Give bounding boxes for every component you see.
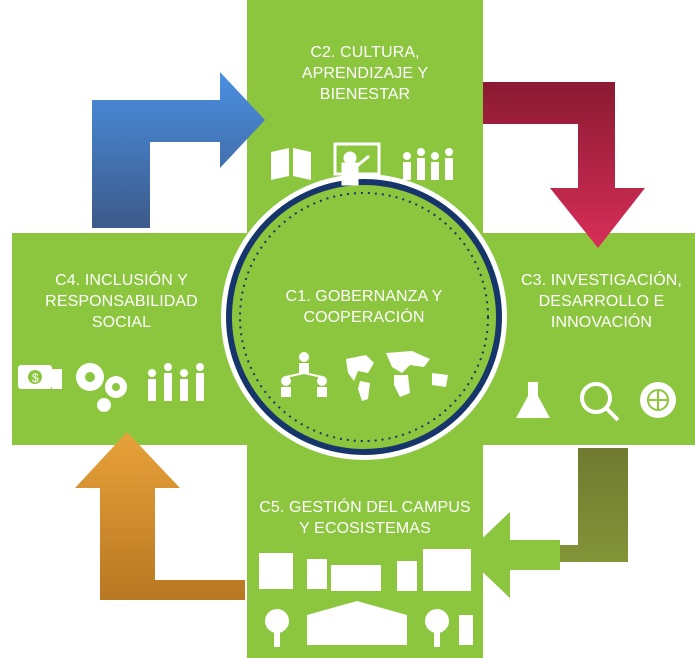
- c2-icons: [271, 142, 453, 186]
- book-icon: [271, 148, 311, 180]
- c1-line2: COOPERACIÓN: [303, 309, 425, 326]
- people-network-icon: [281, 352, 327, 397]
- arrow-green: [465, 512, 560, 598]
- flask-icon: [516, 382, 550, 418]
- label-c1: C1. GOBERNANZA Y COOPERACIÓN: [259, 286, 469, 328]
- c5-line2: Y ECOSISTEMAS: [299, 520, 431, 537]
- c2-line1: C2. CULTURA,: [310, 44, 420, 61]
- buildings-icon: [259, 549, 471, 591]
- arrow-blue: [92, 72, 265, 228]
- group-people-icon: [403, 148, 453, 180]
- label-c2: C2. CULTURA, APRENDIZAJE Y BIENESTAR: [247, 42, 483, 105]
- c5-icons: [259, 549, 473, 647]
- c4-line1: C4. INCLUSIÓN Y: [55, 272, 188, 289]
- panel-c4: [12, 233, 252, 445]
- arrow-crimson: [483, 82, 645, 248]
- gears-icon: [76, 363, 127, 412]
- c4-line2: RESPONSABILIDAD: [45, 293, 198, 310]
- label-c5: C5. GESTIÓN DEL CAMPUS Y ECOSISTEMAS: [247, 497, 483, 539]
- world-map-icon: [346, 351, 448, 401]
- label-c4: C4. INCLUSIÓN Y RESPONSABILIDAD SOCIAL: [14, 270, 229, 333]
- globe-icon: [640, 382, 676, 418]
- c2-line3: BIENESTAR: [319, 86, 411, 103]
- trees-campus-icon: [265, 601, 473, 647]
- group-people-icon: [148, 363, 204, 401]
- c1-icons: [281, 351, 448, 401]
- c2-line2: APRENDIZAJE Y: [301, 65, 429, 82]
- c3-icons: [516, 382, 676, 422]
- c1-line1: C1. GOBERNANZA Y: [285, 288, 443, 305]
- c4-line3: SOCIAL: [91, 314, 152, 331]
- c3-line2: DESARROLLO E: [538, 293, 665, 310]
- magnifier-icon: [580, 382, 620, 422]
- label-c3: C3. INVESTIGACIÓN, DESARROLLO E INNOVACI…: [508, 270, 695, 333]
- arrow-orange: [75, 432, 245, 600]
- money-icon: $: [18, 365, 62, 389]
- c3-line3: INNOVACIÓN: [550, 314, 653, 331]
- teacher-board-icon: [333, 142, 381, 186]
- c3-line1: C3. INVESTIGACIÓN,: [521, 272, 682, 289]
- c4-icons: $: [18, 363, 204, 412]
- c5-line1: C5. GESTIÓN DEL CAMPUS: [259, 499, 471, 516]
- svg-text:$: $: [32, 371, 39, 385]
